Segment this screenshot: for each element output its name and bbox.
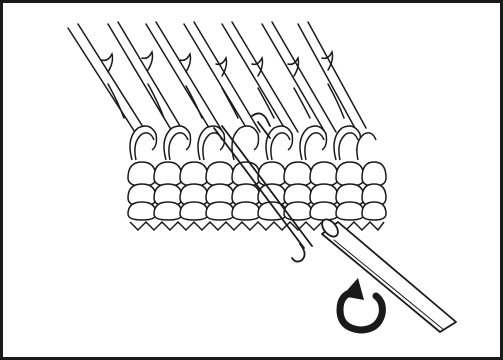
rotate-arrow-icon: [340, 278, 382, 330]
warp-threads: [68, 22, 366, 140]
fabric-bottom-edge: [128, 202, 386, 230]
yarn-knots: [102, 52, 344, 118]
top-loop-row: [130, 126, 376, 160]
